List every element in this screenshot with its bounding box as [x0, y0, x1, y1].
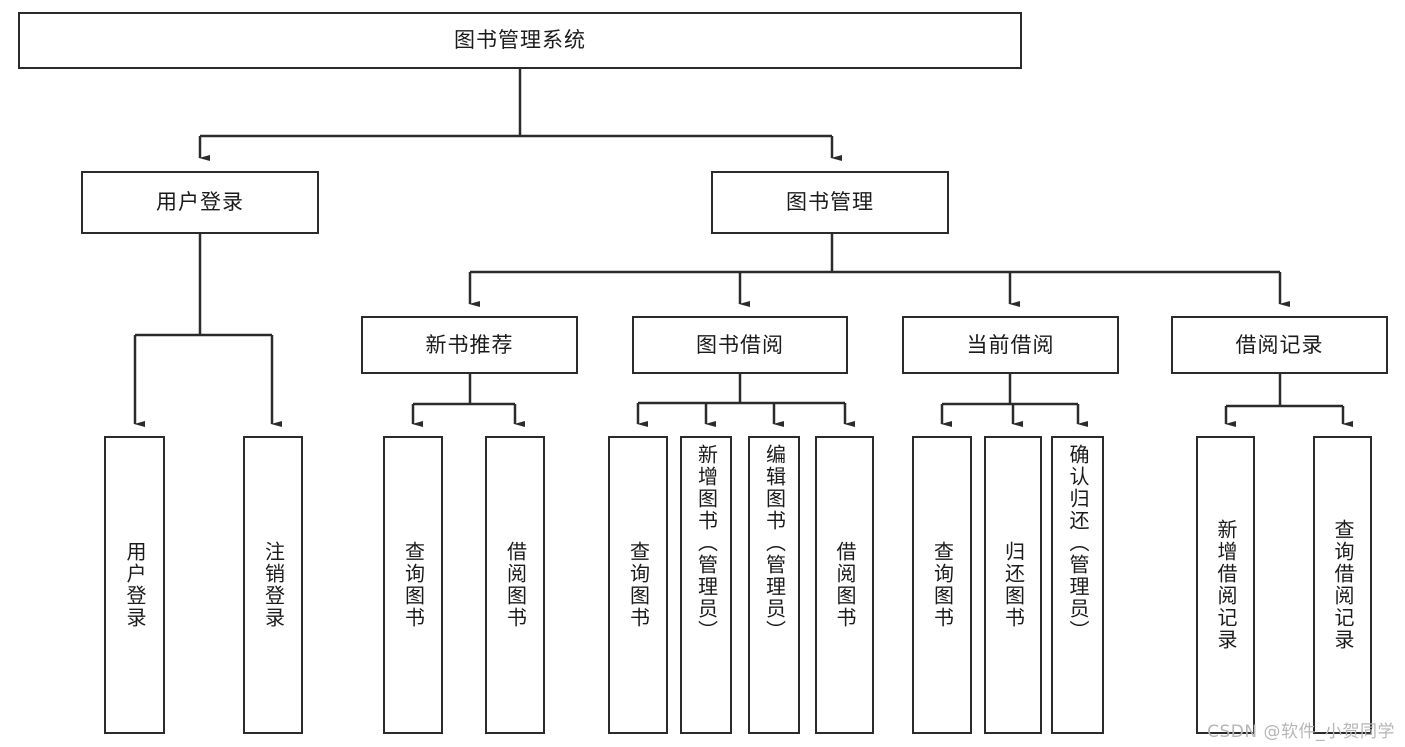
node-leaf-borrow-book-2-label: 借阅图书: [833, 541, 857, 629]
node-leaf-confirm-return-label: 确认归还（管理员）: [1066, 444, 1090, 642]
node-leaf-logout[interactable]: 注销登录: [243, 436, 303, 734]
node-current-borrow-label: 当前借阅: [966, 332, 1055, 357]
node-leaf-query-record[interactable]: 查询借阅记录: [1313, 436, 1372, 734]
node-leaf-borrow-book-2[interactable]: 借阅图书: [815, 436, 874, 734]
node-current-borrow[interactable]: 当前借阅: [902, 316, 1119, 374]
node-user-login-label: 用户登录: [156, 190, 244, 215]
node-leaf-return-book[interactable]: 归还图书: [984, 436, 1042, 734]
node-leaf-edit-book-label: 编辑图书（管理员）: [762, 444, 787, 642]
node-leaf-user-login-label: 用户登录: [123, 541, 147, 629]
node-leaf-query-book-2[interactable]: 查询图书: [608, 436, 668, 734]
node-leaf-query-book-3[interactable]: 查询图书: [912, 436, 972, 734]
node-leaf-edit-book[interactable]: 编辑图书（管理员）: [748, 436, 800, 734]
node-user-login[interactable]: 用户登录: [81, 171, 319, 234]
node-leaf-confirm-return[interactable]: 确认归还（管理员）: [1051, 436, 1104, 734]
node-book-borrow[interactable]: 图书借阅: [632, 316, 848, 374]
node-leaf-query-book-2-label: 查询图书: [626, 541, 651, 629]
node-leaf-borrow-book-1-label: 借阅图书: [503, 541, 528, 629]
node-leaf-query-record-label: 查询借阅记录: [1331, 519, 1355, 651]
node-leaf-borrow-book-1[interactable]: 借阅图书: [485, 436, 545, 734]
node-leaf-user-login[interactable]: 用户登录: [104, 436, 165, 734]
node-leaf-query-book-1[interactable]: 查询图书: [383, 436, 443, 734]
node-new-book-recommend[interactable]: 新书推荐: [361, 316, 578, 374]
node-leaf-add-record[interactable]: 新增借阅记录: [1196, 436, 1255, 734]
node-leaf-add-record-label: 新增借阅记录: [1214, 519, 1238, 651]
node-new-book-recommend-label: 新书推荐: [425, 332, 514, 357]
node-root[interactable]: 图书管理系统: [18, 12, 1022, 69]
node-book-borrow-label: 图书借阅: [696, 332, 784, 357]
node-leaf-query-book-1-label: 查询图书: [401, 541, 426, 629]
node-leaf-logout-label: 注销登录: [261, 541, 286, 629]
node-leaf-return-book-label: 归还图书: [1001, 541, 1026, 629]
node-root-label: 图书管理系统: [454, 28, 586, 53]
node-leaf-add-book-label: 新增图书（管理员）: [694, 444, 719, 642]
node-borrow-record[interactable]: 借阅记录: [1171, 316, 1388, 374]
node-book-manage[interactable]: 图书管理: [711, 171, 949, 234]
node-book-manage-label: 图书管理: [786, 190, 874, 215]
watermark-text: CSDN @软件_小贺同学: [1207, 722, 1395, 742]
node-leaf-query-book-3-label: 查询图书: [930, 541, 955, 629]
node-borrow-record-label: 借阅记录: [1235, 332, 1324, 357]
node-leaf-add-book[interactable]: 新增图书（管理员）: [680, 436, 732, 734]
